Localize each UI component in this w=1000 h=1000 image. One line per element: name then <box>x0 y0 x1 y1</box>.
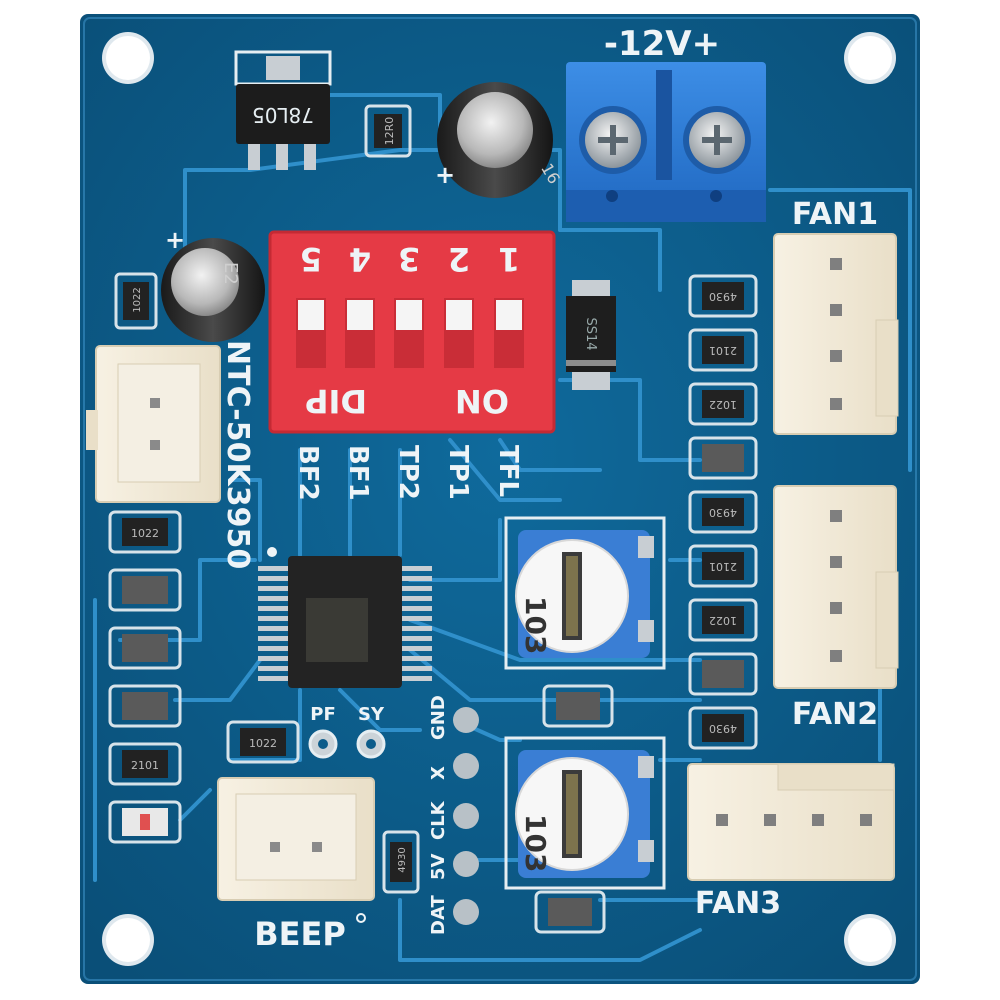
pf-label: PF <box>310 704 336 725</box>
smd-resistor-left-top: 1022 <box>114 272 158 330</box>
smd-resistor: 1022 <box>108 510 182 554</box>
electrolytic-capacitor-top: 16 + <box>435 82 564 198</box>
smd-diode: SS14 <box>566 280 616 390</box>
diode-marking: SS14 <box>583 317 598 350</box>
dip-label-left: DIP <box>305 382 367 420</box>
power-terminal-block: -12V+ <box>566 24 766 222</box>
resistor-column: 4930 2101 1022 4930 2101 1022 4930 <box>688 274 758 750</box>
svg-text:2101: 2101 <box>709 560 737 573</box>
fan2-label: FAN2 <box>792 697 878 732</box>
dip-toggle-2[interactable] <box>444 298 474 368</box>
header-label-5v: 5V <box>428 853 449 880</box>
smd-resistor: 4930 <box>688 706 758 750</box>
pf-sy-pads: PF SY <box>308 704 386 759</box>
regulator-marking: 78L05 <box>252 103 314 127</box>
header-label-dat: DAT <box>428 895 449 935</box>
dip-number-5: 5 <box>300 240 322 278</box>
dip-number-3: 3 <box>398 240 420 278</box>
capacitor-marking-left: E2 <box>220 262 241 285</box>
header-label-x: X <box>428 766 449 780</box>
fan1-connector: FAN1 <box>773 197 899 435</box>
smd-resistor: 2101 <box>688 544 758 588</box>
smd-resistor-beep: 1022 <box>226 720 300 764</box>
pot-marking: 103 <box>519 596 552 654</box>
dip-toggle-5[interactable] <box>296 298 326 368</box>
dip-function-tp2: TP2 <box>393 445 423 500</box>
smd-resistor-header: 4930 <box>382 830 420 894</box>
fan3-label: FAN3 <box>695 886 781 921</box>
resistor-marking: 1022 <box>132 287 143 312</box>
fan3-connector: FAN3 <box>687 763 895 921</box>
dip-toggle-3[interactable] <box>394 298 424 368</box>
header-label-gnd: GND <box>428 695 449 740</box>
svg-text:4930: 4930 <box>709 722 737 735</box>
dip-toggle-1[interactable] <box>494 298 524 368</box>
pot-marking: 103 <box>519 814 552 872</box>
potentiometer-bottom[interactable]: 103 <box>504 736 666 890</box>
potentiometer-top[interactable]: 103 <box>504 516 666 670</box>
smd-led <box>108 800 182 844</box>
fan1-label: FAN1 <box>792 197 878 232</box>
power-label: -12V+ <box>604 24 720 64</box>
smd-resistor: 1022 <box>688 382 758 426</box>
svg-text:1022: 1022 <box>709 614 737 627</box>
dip-toggle-4[interactable] <box>345 298 375 368</box>
svg-text:4930: 4930 <box>709 290 737 303</box>
smd-resistor: 1022 <box>688 598 758 642</box>
dip-function-bf2: BF2 <box>293 445 323 501</box>
smd-resistor: 4930 <box>688 274 758 318</box>
sy-label: SY <box>358 704 385 725</box>
smd-capacitor <box>108 684 182 728</box>
fan2-connector: FAN2 <box>773 485 899 732</box>
smd-capacitor <box>108 626 182 670</box>
svg-text:+: + <box>435 161 455 189</box>
svg-text:2101: 2101 <box>131 759 159 772</box>
copper-traces <box>93 93 912 962</box>
beep-connector: BEEP <box>217 777 375 953</box>
smd-resistor: 4930 <box>688 490 758 534</box>
smd-capacitor <box>108 568 182 612</box>
beep-label: BEEP <box>254 915 346 953</box>
dip-number-2: 2 <box>448 240 470 278</box>
electrolytic-capacitor-left: + E2 <box>161 226 265 342</box>
header-pins: GND X CLK 5V DAT <box>428 695 479 935</box>
header-label-clk: CLK <box>428 800 449 840</box>
dip-function-bf1: BF1 <box>343 445 373 501</box>
smd-resistor-top: 12R0 <box>364 104 412 158</box>
voltage-regulator: 78L05 <box>234 50 332 170</box>
svg-text:1022: 1022 <box>709 398 737 411</box>
dip-number-1: 1 <box>498 240 520 278</box>
svg-text:1022: 1022 <box>131 527 159 540</box>
dip-number-4: 4 <box>349 240 371 278</box>
svg-text:4930: 4930 <box>397 847 408 872</box>
dip-function-tp1: TP1 <box>443 445 473 500</box>
sensor-label: NTC-50K3950 <box>220 340 255 569</box>
mounting-holes <box>102 32 896 966</box>
svg-text:2101: 2101 <box>709 344 737 357</box>
smd-capacitor <box>688 436 758 480</box>
smd-resistor: 2101 <box>108 742 182 786</box>
microcontroller-ic <box>258 547 432 688</box>
smd-resistor: 2101 <box>688 328 758 372</box>
dip-function-labels: BF2 BF1 TP2 TP1 TFL <box>293 445 523 501</box>
smd-capacitor-below-pot <box>534 684 614 934</box>
dip-function-tfl: TFL <box>493 445 523 497</box>
ntc-connector <box>86 345 221 503</box>
svg-text:1022: 1022 <box>249 737 277 750</box>
dip-switch[interactable]: 5 4 3 2 1 DIP ON <box>268 230 556 434</box>
svg-text:4930: 4930 <box>709 506 737 519</box>
smd-capacitor <box>688 652 758 696</box>
dip-label-right: ON <box>455 382 509 420</box>
resistor-marking: 12R0 <box>383 117 396 146</box>
svg-text:+: + <box>165 226 185 254</box>
left-smd-column: 1022 2101 <box>108 510 182 844</box>
